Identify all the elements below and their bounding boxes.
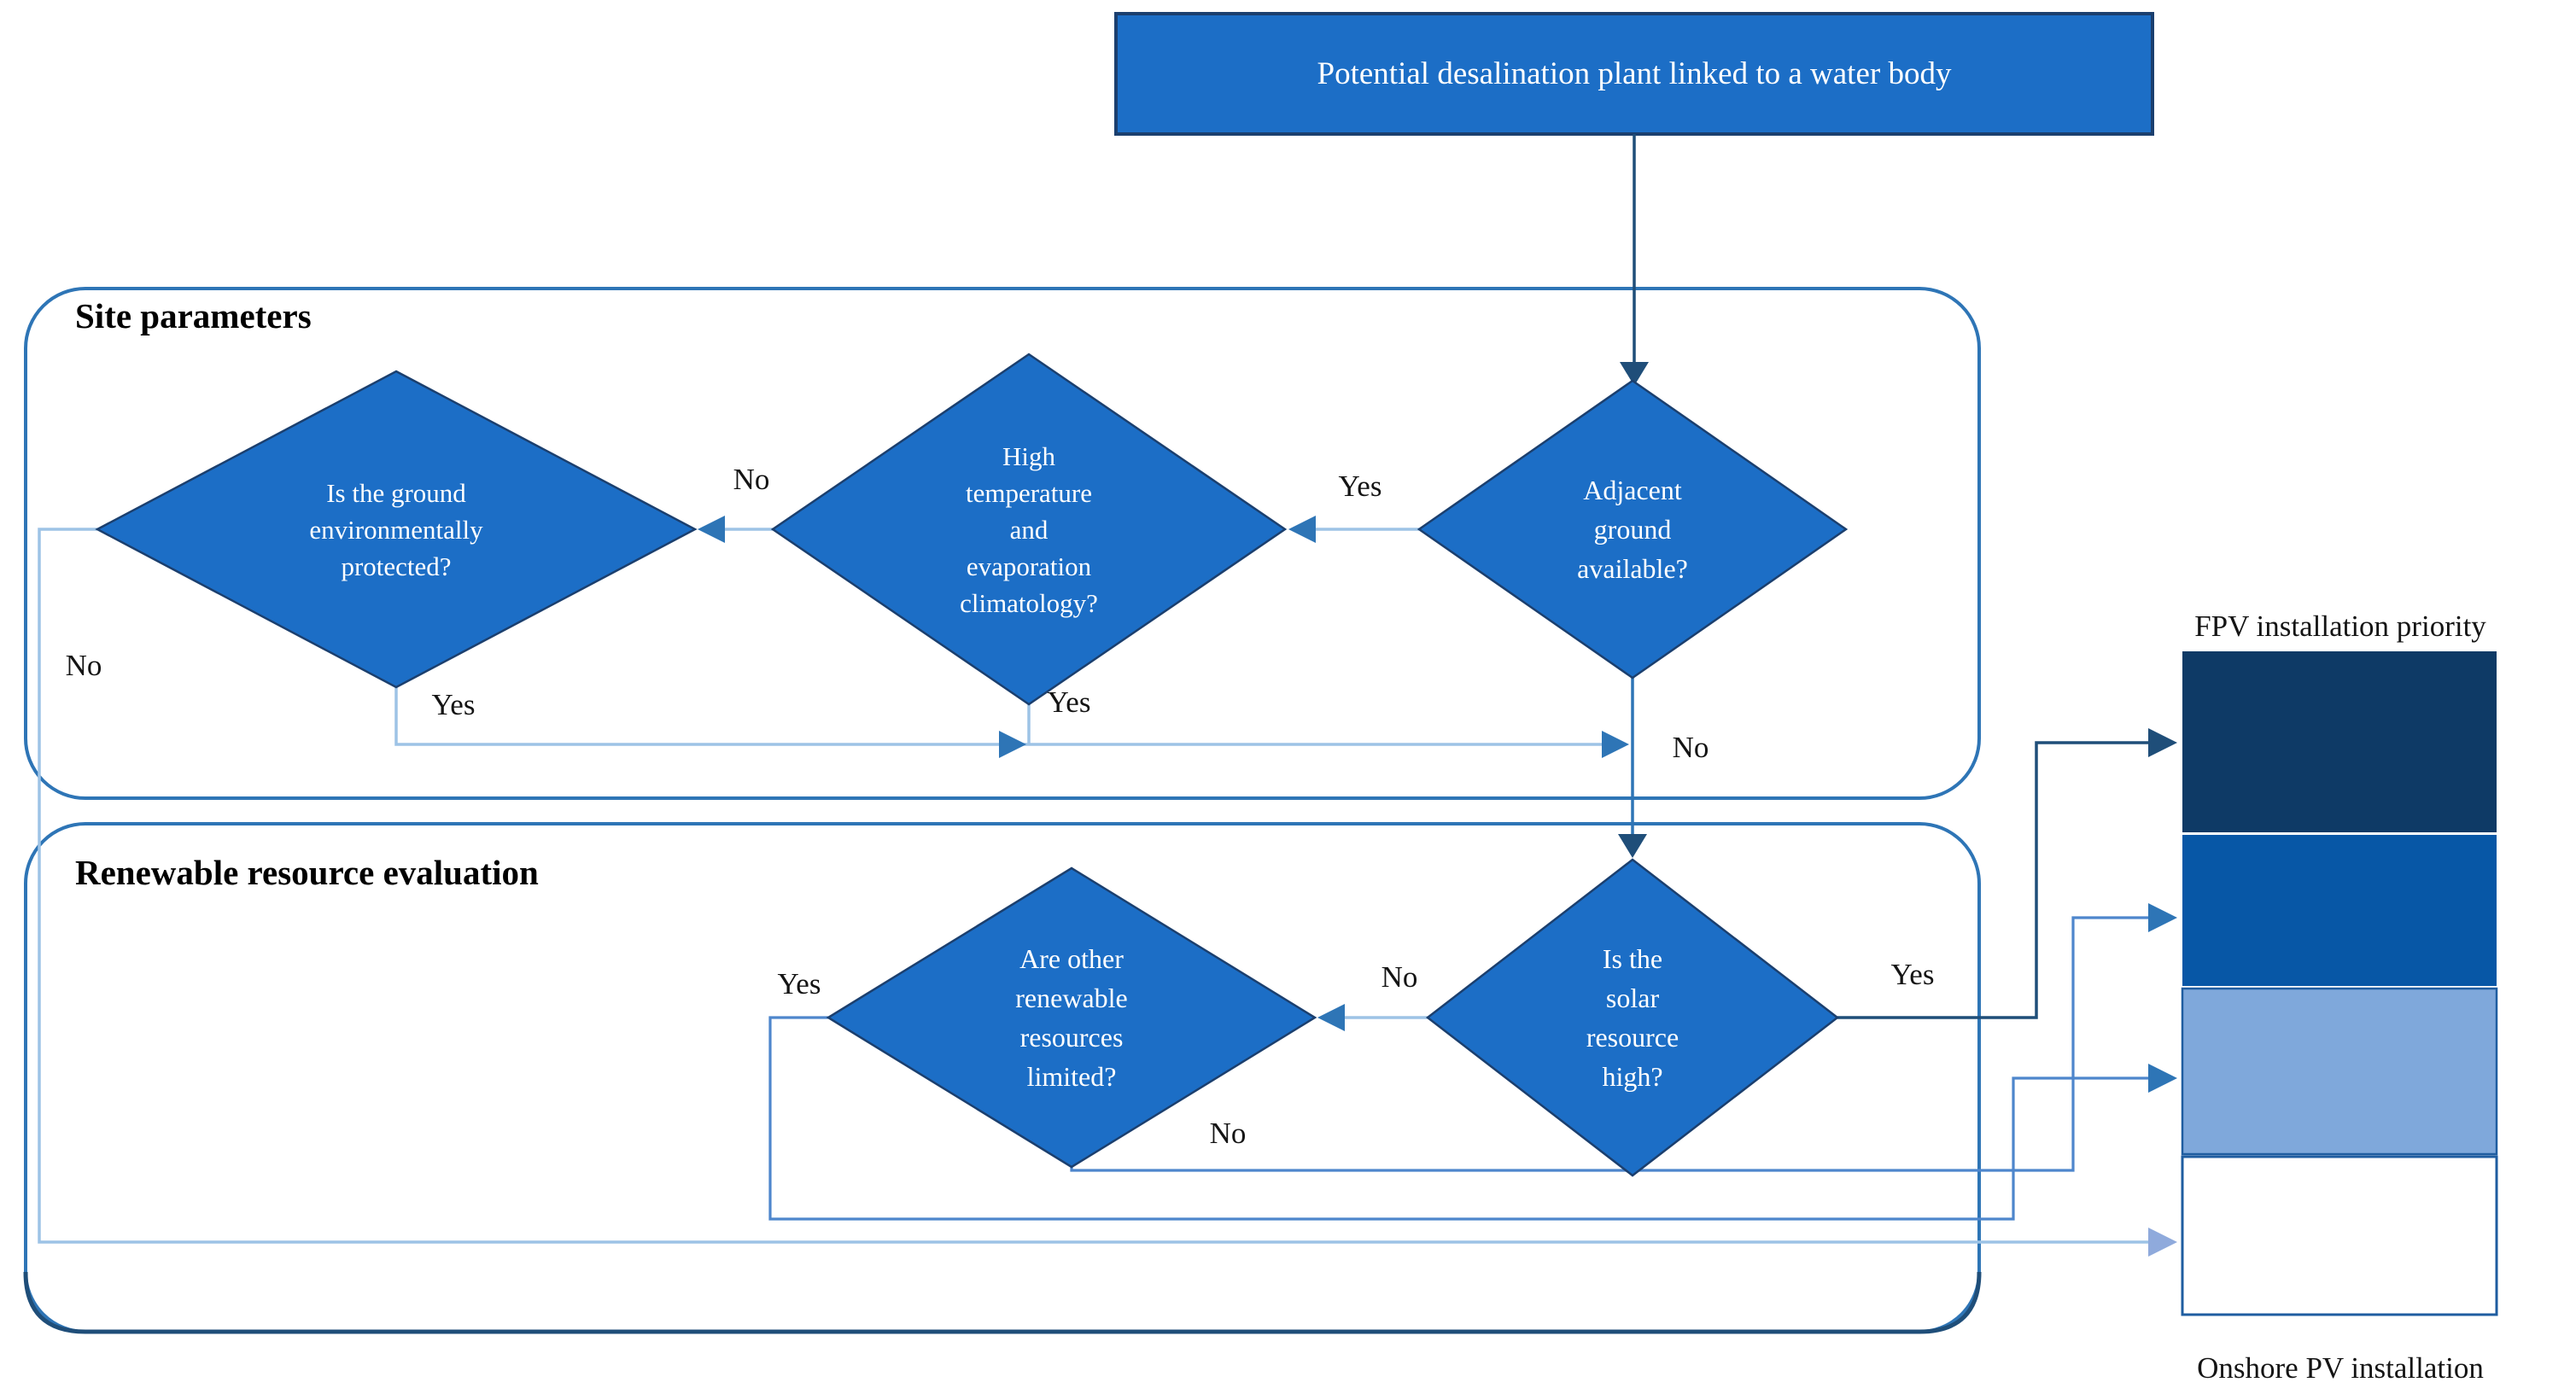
arrowhead-right-white-block: [2148, 1228, 2177, 1257]
arrowhead-left-other: [1317, 1004, 1345, 1031]
edge-protected-no-to-onshore: [38, 528, 2148, 1244]
renewable-container-bottom-edge: [23, 1271, 1982, 1334]
decision-solar-resource-shape: [1425, 858, 1840, 1177]
priority-block-4: [2181, 1155, 2498, 1316]
edge-solar-yes-to-priority1: [1837, 741, 2148, 1019]
decision-climatology-shape: [770, 353, 1288, 706]
decision-other-renewables-shape: [826, 866, 1317, 1169]
start-node-shape: [1114, 12, 2154, 136]
arrowhead-right-medium-block: [2148, 903, 2177, 932]
priority-block-3: [2181, 987, 2498, 1156]
arrowhead-left-protected: [698, 516, 725, 543]
arrowhead-down-adjacent: [1620, 362, 1649, 386]
edge-protected-yes-collector: [394, 687, 1602, 746]
arrowhead-right-collector-mid: [999, 731, 1026, 758]
decision-adjacent-ground-shape: [1417, 379, 1849, 680]
arrowhead-right-collector-end: [1602, 731, 1629, 758]
arrowhead-right-light-block: [2148, 1064, 2177, 1093]
priority-block-2: [2182, 835, 2497, 986]
edge-other-yes-to-priority3: [768, 1016, 2148, 1221]
arrowhead-left-climatology: [1288, 516, 1316, 543]
arrowhead-down-solar: [1618, 834, 1647, 858]
decision-ground-protected-shape: [95, 370, 698, 689]
arrowhead-right-dark-block: [2148, 728, 2177, 757]
priority-block-1: [2182, 651, 2497, 832]
site-parameters-container: [24, 287, 1981, 800]
edge-other-no-to-priority2: [1070, 916, 2148, 1172]
